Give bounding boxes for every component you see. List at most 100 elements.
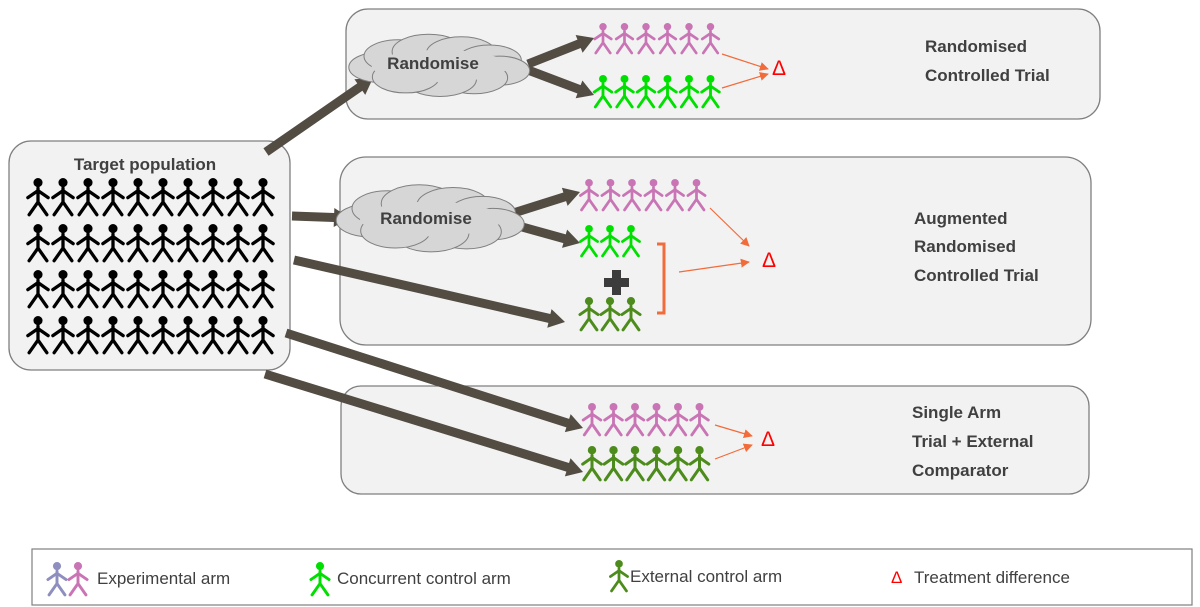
population-person-icon — [101, 178, 125, 217]
rct-panel — [345, 8, 1101, 120]
aug-exp-delta-arrow — [709, 207, 750, 247]
population-person-icon — [201, 178, 225, 217]
external-control-person-icon — [602, 446, 625, 482]
concurrent-control-person-icon — [614, 75, 635, 109]
concurrent-legend-icon — [309, 562, 331, 597]
concurrent-control-person-icon — [635, 75, 657, 109]
arrow-population-to-rct — [263, 78, 373, 156]
population-person-icon — [26, 224, 50, 263]
randomise-cloud-augmented — [335, 184, 525, 253]
population-person-icon — [226, 270, 250, 309]
experimental-person-icon — [603, 403, 624, 437]
population-person-icon — [151, 270, 175, 309]
population-person-icon — [101, 224, 125, 263]
population-figures — [26, 178, 275, 355]
population-person-icon — [176, 316, 200, 355]
population-person-icon — [76, 178, 100, 217]
arrow-population-to-augmented — [291, 207, 350, 227]
external-control-person-icon — [578, 297, 600, 332]
external-control-person-icon — [645, 446, 668, 482]
population-person-icon — [26, 178, 50, 217]
arrow-population-to-single-arm — [284, 328, 583, 433]
randomise-cloud-rct — [348, 33, 531, 97]
experimental-person-icon — [689, 403, 710, 437]
augmented-label-line2: Randomised — [914, 237, 1016, 256]
population-person-icon — [201, 224, 225, 263]
population-person-icon — [126, 270, 150, 309]
rct-experimental-arm — [593, 23, 721, 55]
population-person-icon — [51, 178, 75, 217]
experimental-person-icon — [679, 23, 699, 55]
concurrent-control-person-icon — [621, 225, 641, 258]
rct-label-line1: Randomised — [925, 37, 1027, 56]
legend-treatment-label: Treatment difference — [914, 568, 1070, 587]
legend-experimental-label: Experimental arm — [97, 569, 230, 588]
sa-ext-delta-arrow — [714, 443, 753, 460]
arrow-randomise-to-rct-control — [526, 65, 594, 99]
population-person-icon — [26, 316, 50, 355]
augmented-experimental-arm — [579, 179, 707, 212]
experimental-person-icon — [643, 179, 664, 212]
population-person-icon — [151, 224, 175, 263]
population-person-icon — [226, 224, 250, 263]
population-person-icon — [176, 270, 200, 309]
arrow-population-to-external-augmented — [292, 255, 565, 328]
population-person-icon — [101, 316, 125, 355]
experimental-person-icon — [657, 23, 678, 55]
external-control-person-icon — [620, 297, 642, 332]
experimental-person-icon — [646, 403, 667, 437]
population-person-icon — [51, 316, 75, 355]
randomise-label-rct: Randomise — [387, 54, 479, 73]
external-legend-icon — [609, 560, 629, 593]
single-arm-label-line1: Single Arm — [912, 403, 1001, 422]
experimental-person-icon — [593, 23, 613, 55]
augmented-external-control-arm — [578, 297, 642, 332]
population-person-icon — [151, 316, 175, 355]
concurrent-control-person-icon — [700, 75, 721, 109]
single-arm-label-line3: Comparator — [912, 461, 1009, 480]
augmented-label-line3: Controlled Trial — [914, 266, 1039, 285]
single-arm-label-line2: Trial + External — [912, 432, 1033, 451]
population-person-icon — [251, 316, 275, 355]
rct-concurrent-control-arm — [592, 75, 721, 109]
augmented-delta: Δ — [762, 249, 776, 272]
population-person-icon — [101, 270, 125, 309]
external-control-person-icon — [688, 446, 711, 482]
experimental-person-icon — [665, 179, 685, 212]
experimental-person-icon — [614, 23, 635, 55]
population-person-icon — [251, 224, 275, 263]
population-person-icon — [226, 316, 250, 355]
experimental-person-icon — [622, 179, 642, 212]
legend-concurrent-label: Concurrent control arm — [337, 569, 511, 588]
population-person-icon — [151, 178, 175, 217]
rct-label-line2: Controlled Trial — [925, 66, 1050, 85]
population-person-icon — [201, 270, 225, 309]
control-bracket — [657, 242, 666, 315]
experimental-person-icon — [667, 403, 689, 437]
experimental-person-icon — [624, 403, 646, 437]
single-arm-external-control-arm — [581, 446, 711, 482]
population-person-icon — [51, 270, 75, 309]
population-person-icon — [226, 178, 250, 217]
rct-ctrl-delta-arrow — [721, 72, 769, 89]
experimental-legend-icon-alt — [46, 562, 68, 597]
aug-ctrl-delta-arrow — [678, 258, 750, 273]
population-person-icon — [251, 270, 275, 309]
augmented-concurrent-control-arm — [579, 225, 641, 258]
target-population-label: Target population — [74, 155, 216, 174]
population-person-icon — [51, 224, 75, 263]
population-person-icon — [76, 224, 100, 263]
legend-icons — [46, 560, 629, 597]
experimental-person-icon — [700, 23, 721, 55]
population-person-icon — [251, 178, 275, 217]
population-person-icon — [76, 316, 100, 355]
concurrent-control-person-icon — [600, 225, 620, 258]
legend-delta-symbol: Δ — [891, 568, 902, 587]
concurrent-control-person-icon — [579, 225, 599, 258]
population-person-icon — [76, 270, 100, 309]
sa-exp-delta-arrow — [714, 424, 753, 439]
augmented-label-line1: Augmented — [914, 209, 1008, 228]
plus-icon — [604, 270, 629, 295]
rct-exp-delta-arrow — [721, 53, 769, 71]
